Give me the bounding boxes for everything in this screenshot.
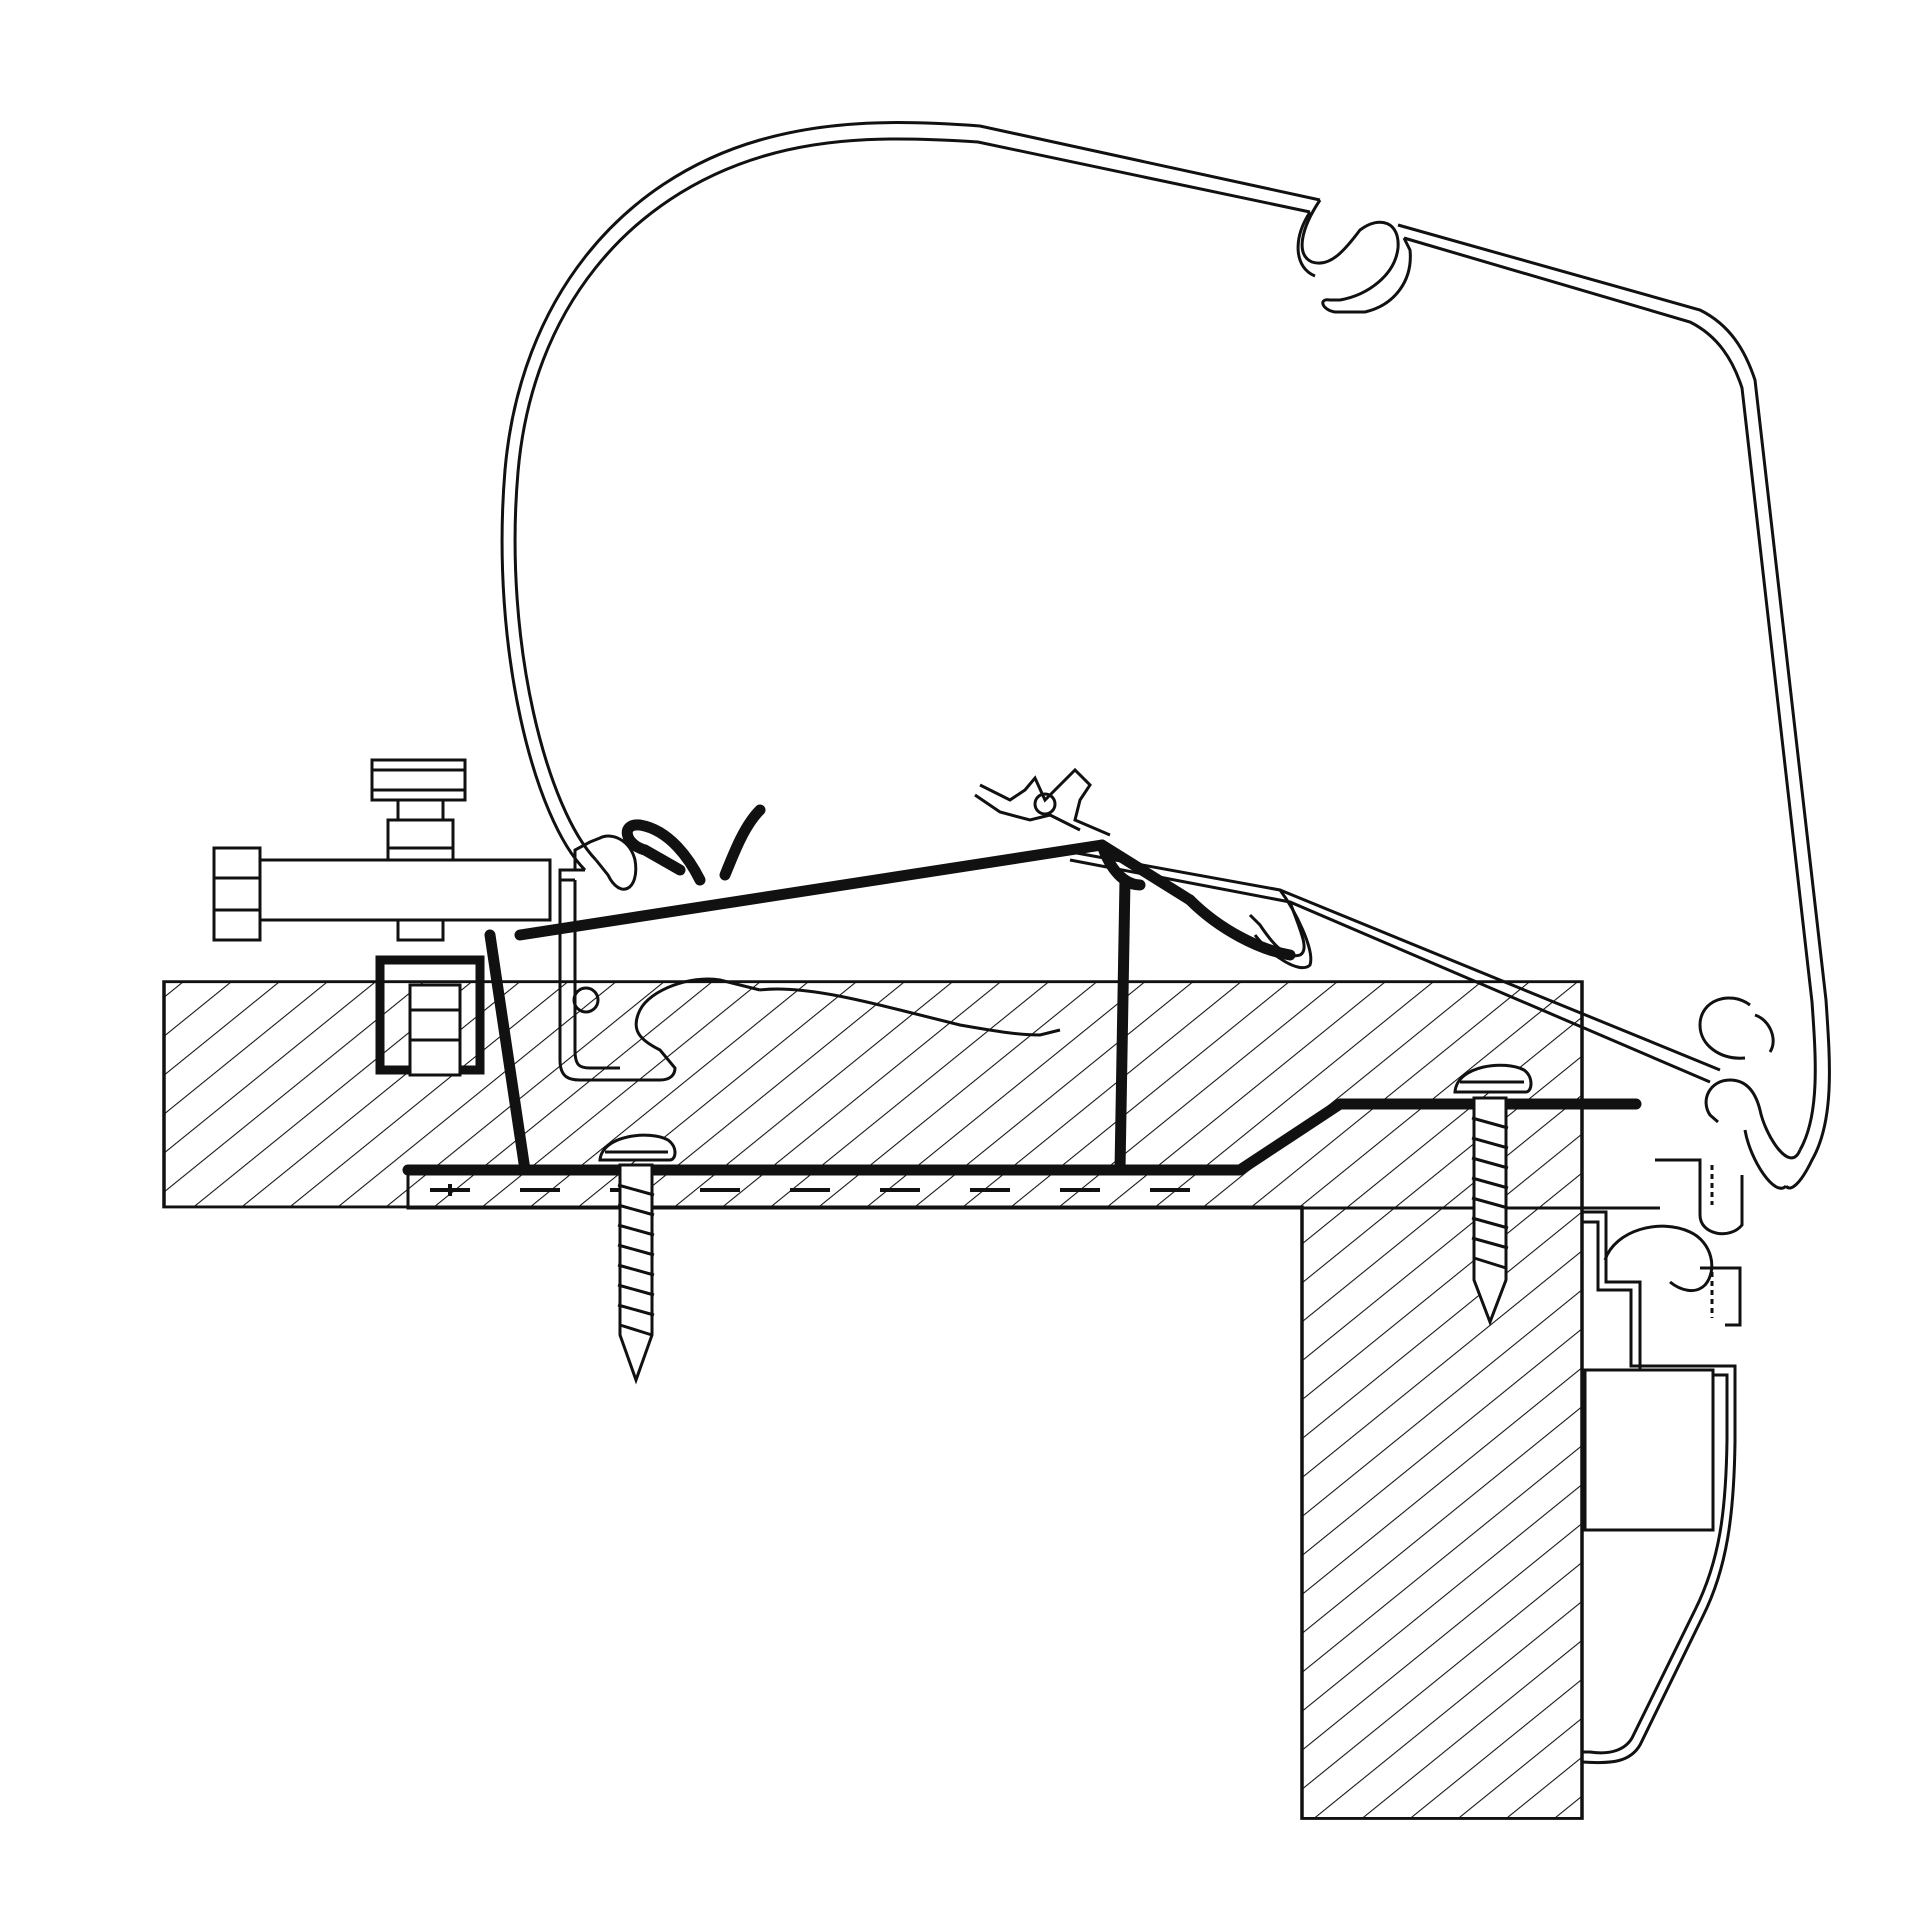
- side-profile: [1581, 1158, 1744, 1765]
- roof-panel: [162, 980, 1584, 1820]
- screw-left: [598, 1133, 677, 1385]
- screw-right: [1453, 1063, 1533, 1327]
- hex-bolt: [212, 758, 552, 1077]
